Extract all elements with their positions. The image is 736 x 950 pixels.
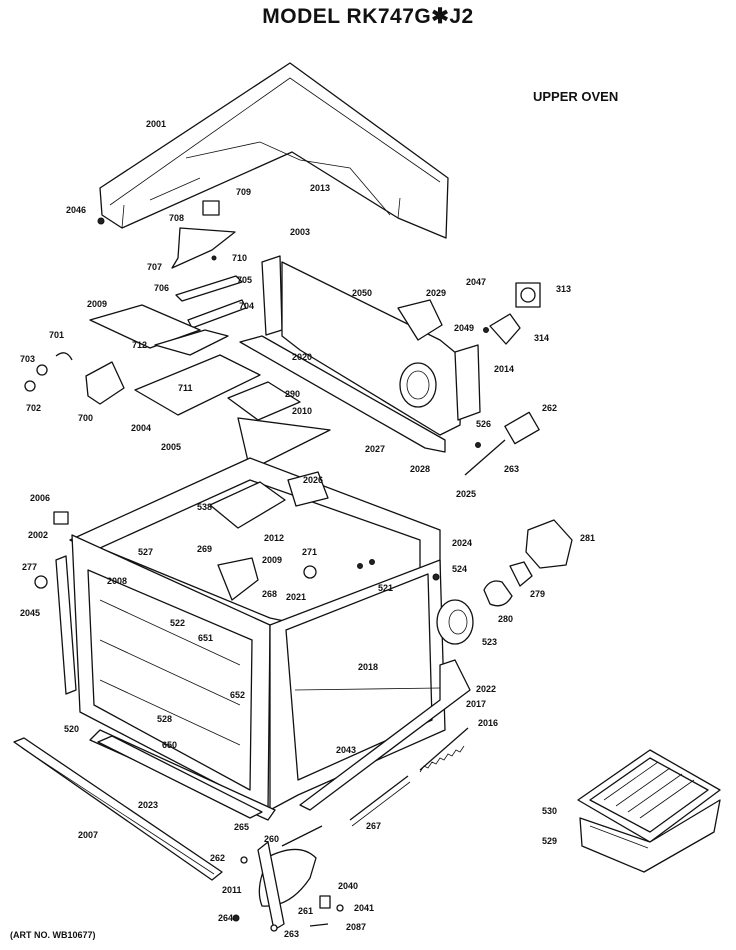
- section-label: UPPER OVEN: [533, 89, 619, 104]
- part-label-p2046: 2046: [66, 205, 86, 215]
- part-label-p650: 650: [162, 740, 177, 750]
- part-label-p524: 524: [452, 564, 467, 574]
- part-label-p530: 530: [542, 806, 557, 816]
- part-label-p2006: 2006: [30, 493, 50, 503]
- part-label-p2004: 2004: [131, 423, 151, 433]
- part-label-p2016: 2016: [478, 718, 498, 728]
- part-label-p712: 712: [132, 340, 147, 350]
- broiler-pan-illustration: [577, 749, 721, 873]
- part-label-p2001: 2001: [146, 119, 166, 129]
- part-label-p2040: 2040: [338, 881, 358, 891]
- part-label-p269: 269: [197, 544, 212, 554]
- bottom-rails-illustration: [13, 735, 263, 881]
- part-label-p2047: 2047: [466, 277, 486, 287]
- part-label-p703: 703: [20, 354, 35, 364]
- part-label-p313: 313: [556, 284, 571, 294]
- part-label-p529: 529: [542, 836, 557, 846]
- part-label-p265: 265: [234, 822, 249, 832]
- part-label-p522: 522: [170, 618, 185, 628]
- part-label-p2014: 2014: [494, 364, 514, 374]
- part-label-p2043: 2043: [336, 745, 356, 755]
- part-label-p267: 267: [366, 821, 381, 831]
- part-label-p2013: 2013: [310, 183, 330, 193]
- part-label-p262a: 262: [542, 403, 557, 413]
- part-label-p708: 708: [169, 213, 184, 223]
- part-label-p527: 527: [138, 547, 153, 557]
- part-label-p2087: 2087: [346, 922, 366, 932]
- part-label-p2025: 2025: [456, 489, 476, 499]
- part-label-p2022: 2022: [476, 684, 496, 694]
- part-label-p277: 277: [22, 562, 37, 572]
- part-label-p521: 521: [378, 583, 393, 593]
- top-cover-illustration: [99, 62, 449, 239]
- part-label-p2018: 2018: [358, 662, 378, 672]
- part-label-p710: 710: [232, 253, 247, 263]
- part-label-p2020: 2020: [292, 352, 312, 362]
- part-label-p279: 279: [530, 589, 545, 599]
- part-label-p2010: 2010: [292, 406, 312, 416]
- part-label-p2011: 2011: [222, 885, 242, 895]
- hinge-parts-illustration: [232, 825, 344, 932]
- part-label-p2028: 2028: [410, 464, 430, 474]
- right-components-illustration: [432, 519, 573, 645]
- part-label-p538: 538: [197, 502, 212, 512]
- part-label-p520: 520: [64, 724, 79, 734]
- part-label-p280: 280: [498, 614, 513, 624]
- part-label-p701: 701: [49, 330, 64, 340]
- part-label-p2009b: 2009: [262, 555, 282, 565]
- part-label-p711: 711: [178, 383, 193, 393]
- bracket-parts-illustration: [24, 200, 247, 405]
- part-label-p271: 271: [302, 547, 317, 557]
- part-label-p2041: 2041: [354, 903, 374, 913]
- part-label-p2024: 2024: [452, 538, 472, 548]
- back-panel-illustration: [261, 255, 481, 436]
- part-label-p526: 526: [476, 419, 491, 429]
- part-label-p314: 314: [534, 333, 549, 343]
- part-label-p262b: 262: [210, 853, 225, 863]
- part-label-p651: 651: [198, 633, 213, 643]
- part-label-p2002: 2002: [28, 530, 48, 540]
- motor-and-light-illustration: [464, 282, 541, 476]
- part-label-p702: 702: [26, 403, 41, 413]
- part-label-p2045: 2045: [20, 608, 40, 618]
- part-label-p2012: 2012: [264, 533, 284, 543]
- part-label-p2017: 2017: [466, 699, 486, 709]
- part-label-p2009: 2009: [87, 299, 107, 309]
- part-label-p268: 268: [262, 589, 277, 599]
- part-label-p2027: 2027: [365, 444, 385, 454]
- part-label-p264: 264: [218, 913, 233, 923]
- part-label-p2003: 2003: [290, 227, 310, 237]
- model-title: MODEL RK747G✱J2: [262, 5, 474, 28]
- part-label-p290: 290: [285, 389, 300, 399]
- part-label-p700: 700: [78, 413, 93, 423]
- part-label-p706: 706: [154, 283, 169, 293]
- part-label-p2005: 2005: [161, 442, 181, 452]
- right-rails-illustration: [299, 659, 471, 827]
- part-label-p707: 707: [147, 262, 162, 272]
- part-label-p709: 709: [236, 187, 251, 197]
- part-label-p528: 528: [157, 714, 172, 724]
- part-number-labels: 2001 2046 709 708 2013 710 707 2003 706 705 704 205…: [20, 119, 595, 939]
- left-trim-illustration: [34, 511, 77, 695]
- art-number: (ART NO. WB10677): [10, 930, 96, 940]
- part-label-p2029: 2029: [426, 288, 446, 298]
- part-label-p2021: 2021: [286, 592, 306, 602]
- part-label-p2008: 2008: [107, 576, 127, 586]
- part-label-p2049: 2049: [454, 323, 474, 333]
- part-label-p261: 261: [298, 906, 313, 916]
- part-label-p2026: 2026: [303, 475, 323, 485]
- part-label-p705: 705: [237, 275, 252, 285]
- part-label-p263a: 263: [504, 464, 519, 474]
- part-label-p652: 652: [230, 690, 245, 700]
- part-label-p263b: 263: [284, 929, 299, 939]
- part-label-p523: 523: [482, 637, 497, 647]
- part-label-p281a: 281: [580, 533, 595, 543]
- part-label-p704: 704: [239, 301, 254, 311]
- part-label-p260: 260: [264, 834, 279, 844]
- part-label-p2007: 2007: [78, 830, 98, 840]
- part-label-p2023: 2023: [138, 800, 158, 810]
- part-label-p2050: 2050: [352, 288, 372, 298]
